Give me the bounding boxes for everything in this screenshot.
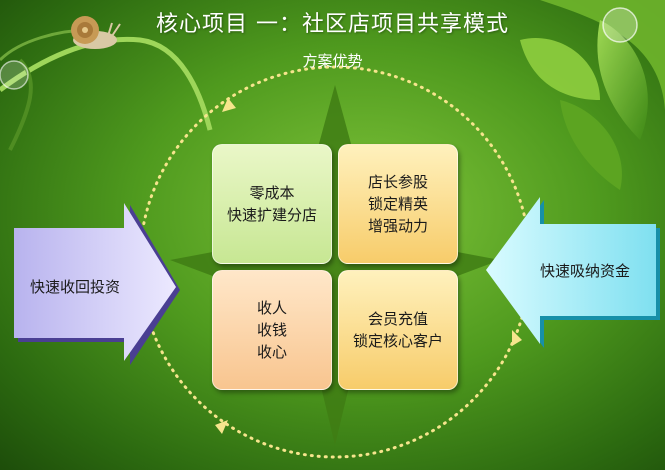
- left-arrow-label: 快速收回投资: [29, 278, 120, 296]
- water-drop: [602, 7, 638, 43]
- quadrant-text-line: 店长参股: [367, 173, 428, 191]
- quadrant-text-line: 收心: [256, 343, 287, 361]
- right-arrow-shape: [486, 197, 660, 348]
- quadrant-text-line: 收人: [256, 299, 287, 317]
- quadrant-bottom-right: 会员充值 锁定核心客户: [338, 270, 458, 390]
- snail-icon: [71, 16, 121, 49]
- circle-arrowhead: [215, 420, 228, 434]
- quadrant-text-line: 锁定精英: [367, 195, 428, 213]
- page-title: 核心项目 一：社区店项目共享模式: [156, 12, 509, 37]
- quadrant-text-line: 快速扩建分店: [226, 206, 317, 224]
- left-arrow-shape: [14, 203, 180, 365]
- quadrant-top-right: 店长参股 锁定精英 增强动力: [338, 144, 458, 264]
- section-subtitle: 方案优势: [302, 52, 363, 70]
- quadrant-bottom-left: 收人 收钱 收心: [212, 270, 332, 390]
- quadrant-text-line: 收钱: [256, 321, 287, 339]
- circle-arrowhead: [512, 330, 522, 346]
- quadrant-top-left: 零成本 快速扩建分店: [212, 144, 332, 264]
- quadrant-text-line: 零成本: [249, 184, 295, 202]
- quadrant-text-line: 锁定核心客户: [352, 332, 443, 350]
- leaf-decoration: [520, 0, 665, 190]
- right-arrow-label: 快速吸纳资金: [539, 262, 630, 280]
- star-shape: [170, 85, 500, 445]
- quadrant-text-line: 会员充值: [367, 310, 428, 328]
- quadrant-text-line: 增强动力: [367, 217, 428, 235]
- water-drop: [0, 60, 29, 90]
- circle-arrowhead: [222, 98, 236, 112]
